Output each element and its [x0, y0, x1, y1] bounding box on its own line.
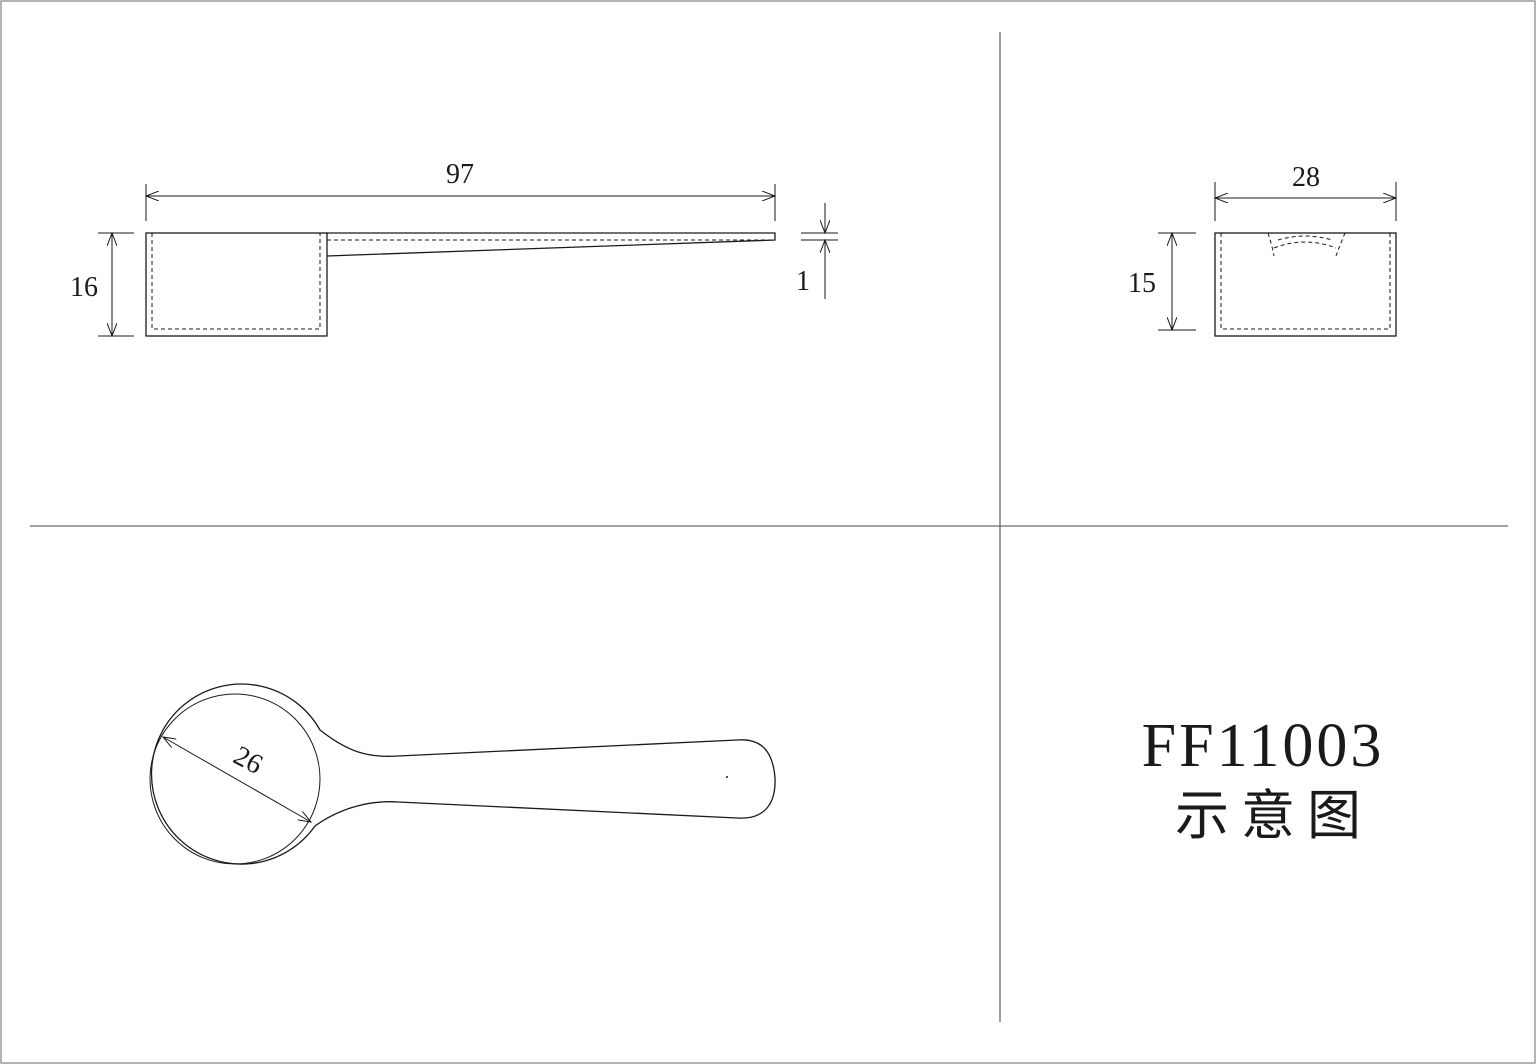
side-view-handle	[326, 232, 776, 257]
end-view: 28 15	[1128, 162, 1397, 337]
diagram-caption: 示意图	[1175, 784, 1373, 847]
length-dimension-label: 97	[446, 159, 474, 190]
model-code: FF11003	[1142, 712, 1385, 780]
top-view: 26	[149, 683, 776, 865]
thickness-dimension-label: 1	[796, 266, 810, 297]
side-view: 97 16 1	[70, 159, 838, 336]
diameter-dimension-line	[163, 737, 311, 822]
width-dimension-label: 28	[1292, 162, 1320, 193]
end-height-dimension-label: 15	[1128, 268, 1156, 299]
side-view-cup-inner-hidden	[151, 233, 321, 330]
top-view-bowl-inner	[149, 693, 321, 865]
end-view-cup-inner-hidden	[1220, 233, 1391, 330]
diameter-dimension-label: 26	[228, 740, 267, 781]
end-view-handle-hidden	[1267, 232, 1346, 257]
handle-center-mark	[726, 776, 728, 778]
title-block: FF11003 示意图	[1142, 712, 1385, 847]
end-view-cup	[1214, 232, 1397, 337]
top-view-outline	[150, 683, 776, 865]
side-view-cup	[145, 232, 328, 337]
height-dimension-label: 16	[70, 272, 98, 303]
